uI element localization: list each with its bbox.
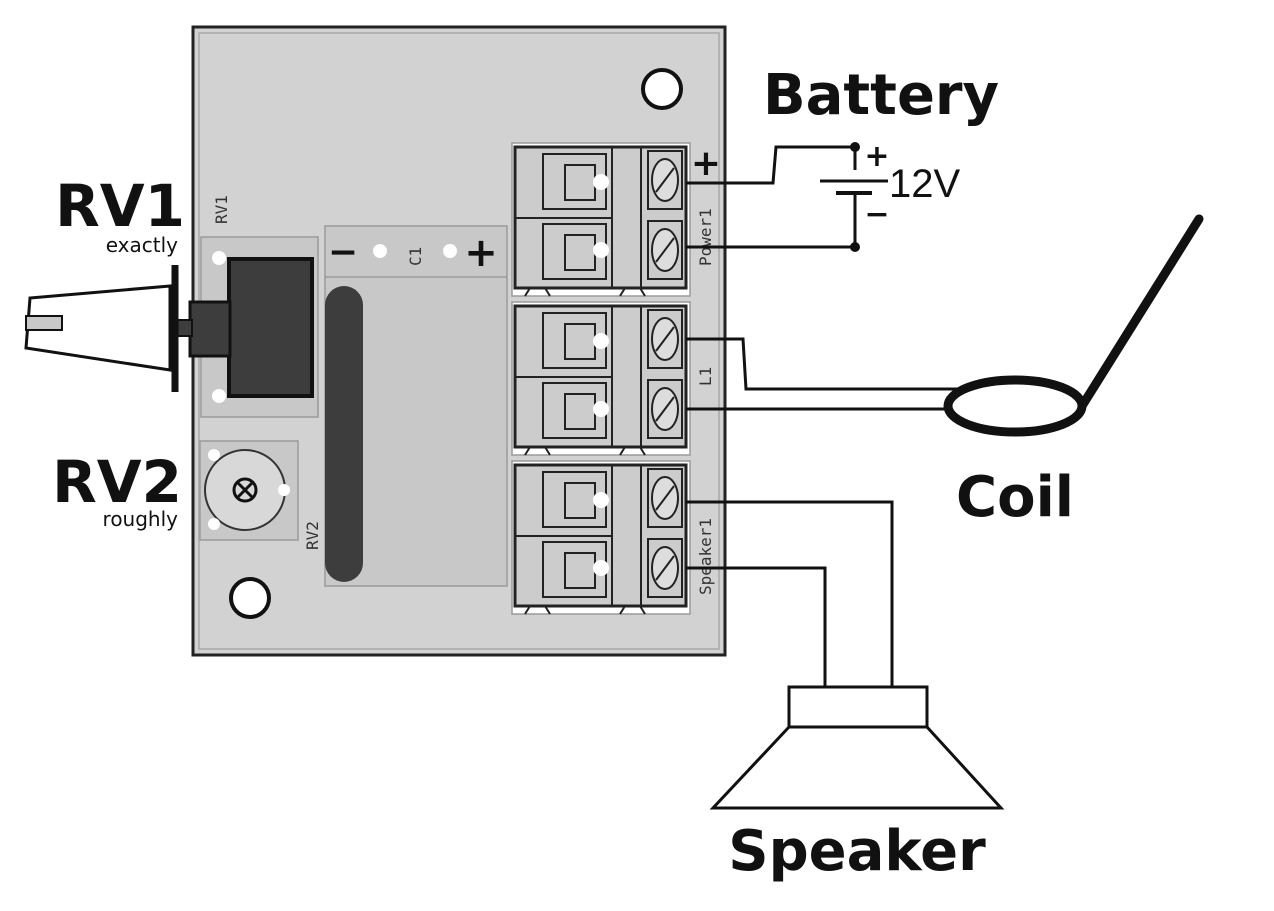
battery-symbol <box>820 142 888 252</box>
wire-battery-positive <box>686 145 855 185</box>
c1-body <box>325 286 363 582</box>
terminal-speaker-label: Speaker1 <box>696 518 715 595</box>
terminal-block-speaker <box>511 460 691 615</box>
c1-minus-sign: − <box>328 232 358 273</box>
wires <box>686 145 960 687</box>
rv1-footprint <box>24 236 319 418</box>
rv1-label: RV1 <box>55 172 185 240</box>
terminal-power-plus-sign: + <box>691 143 721 184</box>
rv1-note: exactly <box>106 233 178 257</box>
rv2-note: roughly <box>103 507 179 531</box>
rv1-knob <box>24 284 172 372</box>
rv1-shaft-bushing <box>188 300 232 358</box>
wire-coil-a <box>686 337 960 391</box>
wire-speaker-a <box>686 500 894 687</box>
battery-label: Battery <box>763 63 999 128</box>
c1-capacitor: − + C1 <box>324 225 508 587</box>
silk-rv2-label: RV2 <box>303 521 322 550</box>
battery-voltage-label: 12V <box>889 162 960 206</box>
rv2-trimmer <box>199 440 299 541</box>
speaker-label: Speaker <box>728 819 986 884</box>
battery-minus-sign: − <box>864 197 889 232</box>
rv2-label: RV2 <box>52 448 182 516</box>
battery-plus-sign: + <box>864 139 889 174</box>
silk-c1-label: C1 <box>406 247 425 266</box>
coil-label: Coil <box>956 465 1074 530</box>
silk-rv1-label: RV1 <box>212 195 231 224</box>
terminal-block-coil <box>511 301 691 456</box>
wire-speaker-b <box>686 566 827 687</box>
terminal-coil-label: L1 <box>696 367 715 386</box>
rv1-body <box>227 257 314 398</box>
c1-plus-sign: + <box>464 230 498 276</box>
mounting-hole-top <box>641 68 683 110</box>
coil-symbol <box>943 214 1204 437</box>
terminal-power-label: Power1 <box>696 208 715 266</box>
mounting-hole-bottom <box>229 577 271 619</box>
terminal-block-power <box>511 142 691 297</box>
speaker-symbol <box>709 685 1005 810</box>
